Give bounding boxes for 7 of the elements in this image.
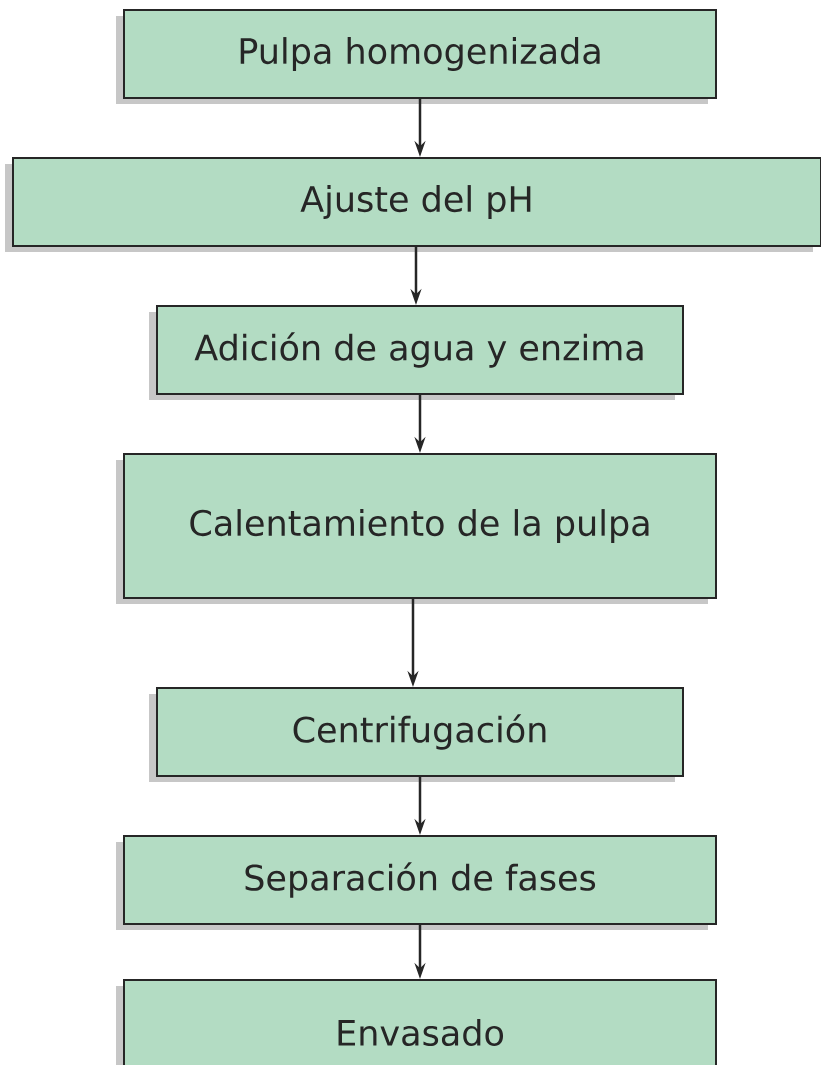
process-box: Pulpa homogenizada bbox=[116, 9, 717, 104]
process-box: Centrifugación bbox=[149, 687, 684, 782]
process-box: Separación de fases bbox=[116, 835, 717, 930]
process-box: Envasado bbox=[116, 979, 717, 1065]
process-box: Calentamiento de la pulpa bbox=[116, 453, 717, 604]
process-box: Ajuste del pH bbox=[5, 157, 821, 252]
process-box: Adición de agua y enzima bbox=[149, 305, 684, 400]
